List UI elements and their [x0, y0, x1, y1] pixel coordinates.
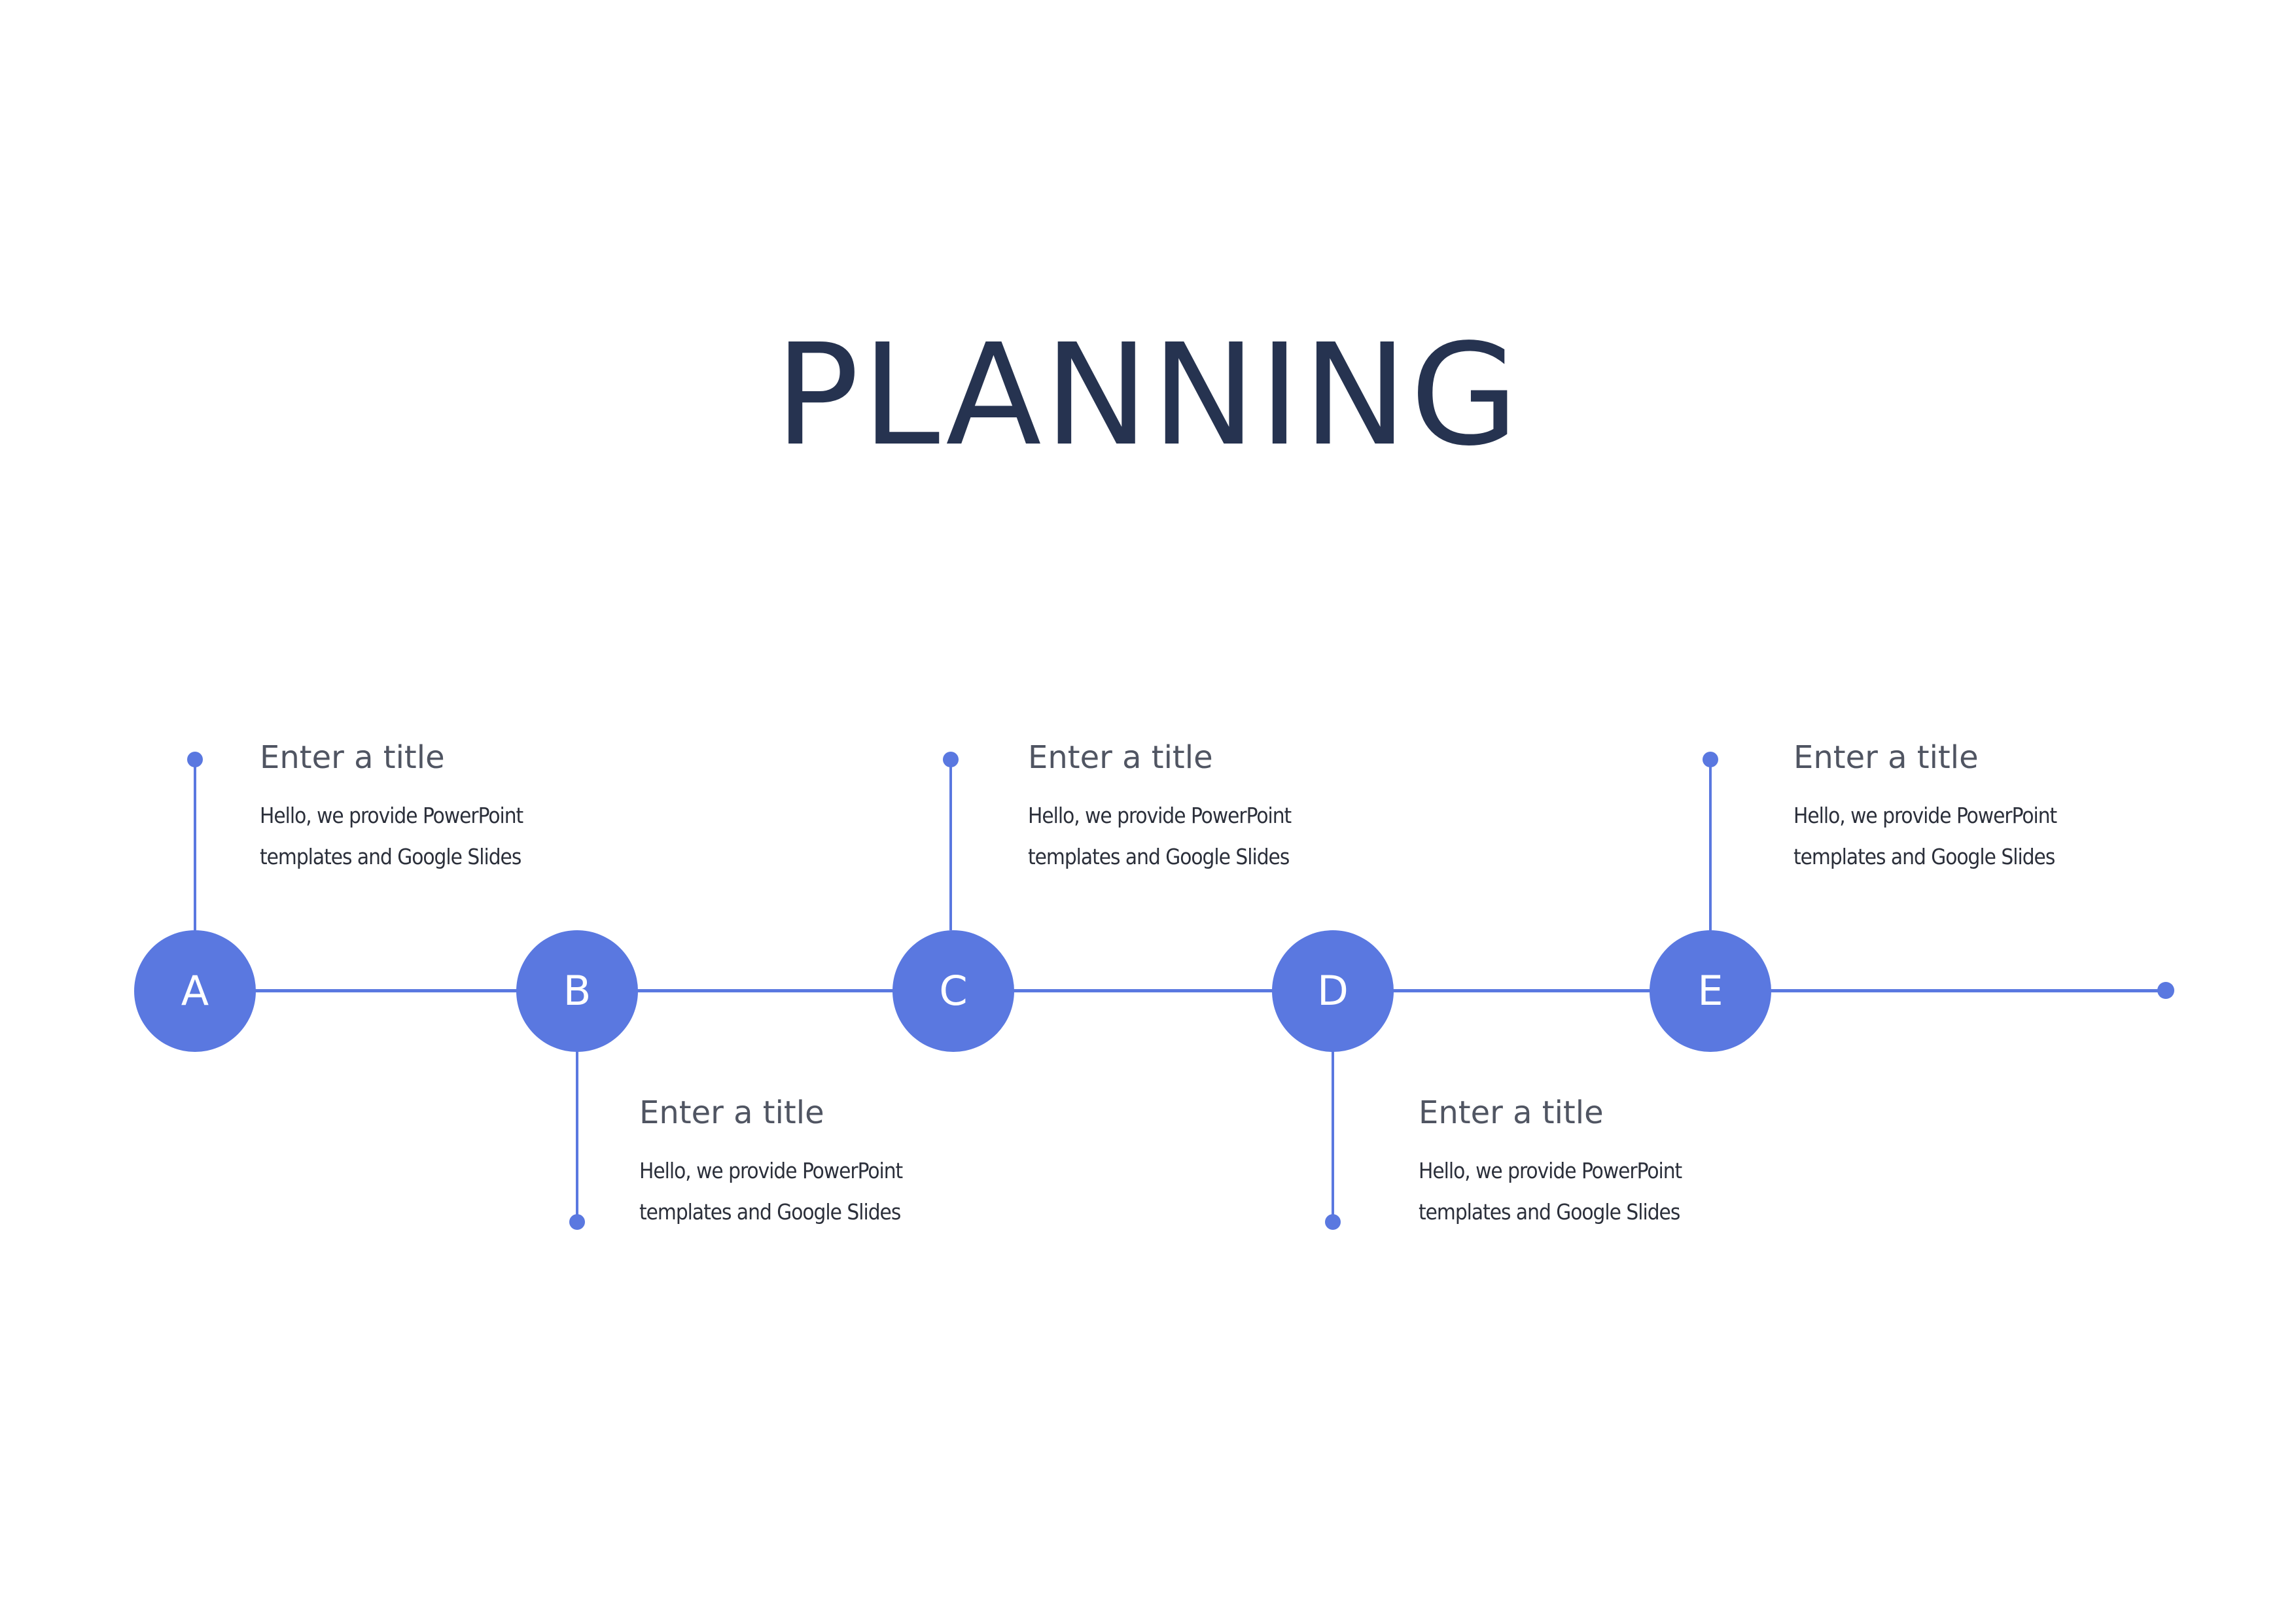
step-title-c: Enter a title — [1028, 739, 1213, 776]
step-description-c: Hello, we provide PowerPoint templates a… — [1028, 803, 1292, 869]
step-title-d: Enter a title — [1419, 1094, 1604, 1131]
connector-dot-e — [1703, 752, 1718, 767]
connector-b — [576, 1047, 578, 1222]
page-title: PLANNING — [775, 314, 1521, 477]
step-title-e: Enter a title — [1793, 739, 1979, 776]
step-title-a: Enter a title — [260, 739, 445, 776]
step-description-a: Hello, we provide PowerPoint templates a… — [260, 803, 523, 869]
connector-dot-a — [187, 752, 203, 767]
step-description-d: Hello, we provide PowerPoint templates a… — [1419, 1158, 1682, 1225]
timeline-end-dot — [2157, 982, 2174, 999]
connector-dot-c — [943, 752, 959, 767]
connector-dot-d — [1325, 1214, 1341, 1230]
connector-d — [1332, 1047, 1334, 1222]
step-node-c: C — [892, 930, 1014, 1052]
connector-e — [1709, 759, 1712, 930]
connector-c — [949, 759, 952, 930]
step-description-b: Hello, we provide PowerPoint templates a… — [639, 1158, 903, 1225]
step-node-a: A — [134, 930, 256, 1052]
timeline-line — [193, 989, 2166, 992]
step-description-e: Hello, we provide PowerPoint templates a… — [1793, 803, 2057, 869]
step-title-b: Enter a title — [639, 1094, 824, 1131]
step-node-b: B — [516, 930, 638, 1052]
step-node-d: D — [1272, 930, 1394, 1052]
connector-dot-b — [569, 1214, 585, 1230]
connector-a — [194, 759, 196, 930]
step-node-e: E — [1650, 930, 1771, 1052]
